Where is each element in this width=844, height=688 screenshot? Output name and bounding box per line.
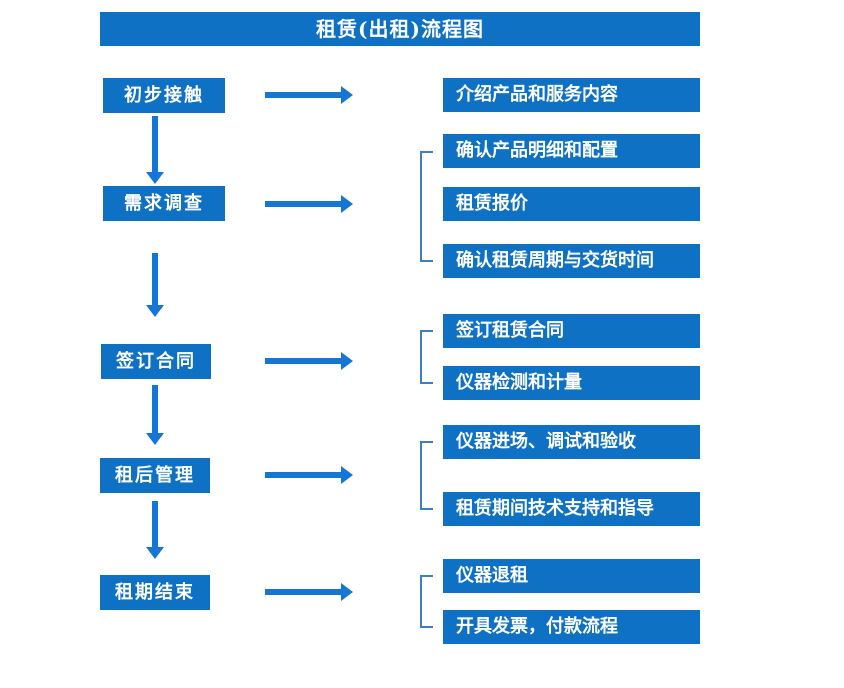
group-bracket-rental-end [420, 575, 433, 628]
arrow-right-icon-2 [265, 195, 353, 213]
step-box-demand-survey: 需求调查 [103, 186, 225, 221]
arrow-right-icon-4 [265, 466, 353, 484]
group-bracket-demand-survey [420, 151, 433, 262]
output-box-confirm-period: 确认租赁周期与交货时间 [443, 244, 700, 278]
arrow-right-icon-1 [265, 86, 353, 104]
step-box-rental-end: 租期结束 [100, 575, 210, 610]
output-box-instrument-testing: 仪器检测和计量 [443, 366, 700, 400]
output-box-instrument-return: 仪器退租 [443, 559, 700, 593]
output-box-tech-support: 租赁期间技术支持和指导 [443, 492, 700, 526]
output-box-introduce-products: 介绍产品和服务内容 [443, 78, 700, 112]
output-box-rental-quote: 租赁报价 [443, 187, 700, 221]
group-bracket-sign-contract [420, 330, 433, 384]
output-box-sign-rental-contract: 签订租赁合同 [443, 314, 700, 348]
arrow-down-icon-4 [146, 501, 164, 559]
output-box-instrument-entry: 仪器进场、调试和验收 [443, 425, 700, 459]
step-box-sign-contract: 签订合同 [101, 344, 211, 379]
arrow-right-icon-5 [265, 583, 353, 601]
arrow-down-icon-2 [146, 253, 164, 317]
arrow-down-icon-3 [146, 385, 164, 445]
output-box-confirm-details: 确认产品明细和配置 [443, 134, 700, 168]
diagram-title: 租赁(出租)流程图 [100, 12, 700, 46]
group-bracket-post-rental [420, 441, 433, 510]
arrow-down-icon-1 [146, 116, 164, 184]
arrow-right-icon-3 [265, 352, 353, 370]
step-box-initial-contact: 初步接触 [103, 78, 225, 113]
output-box-invoice-payment: 开具发票，付款流程 [443, 610, 700, 644]
step-box-post-rental-mgmt: 租后管理 [100, 458, 210, 493]
